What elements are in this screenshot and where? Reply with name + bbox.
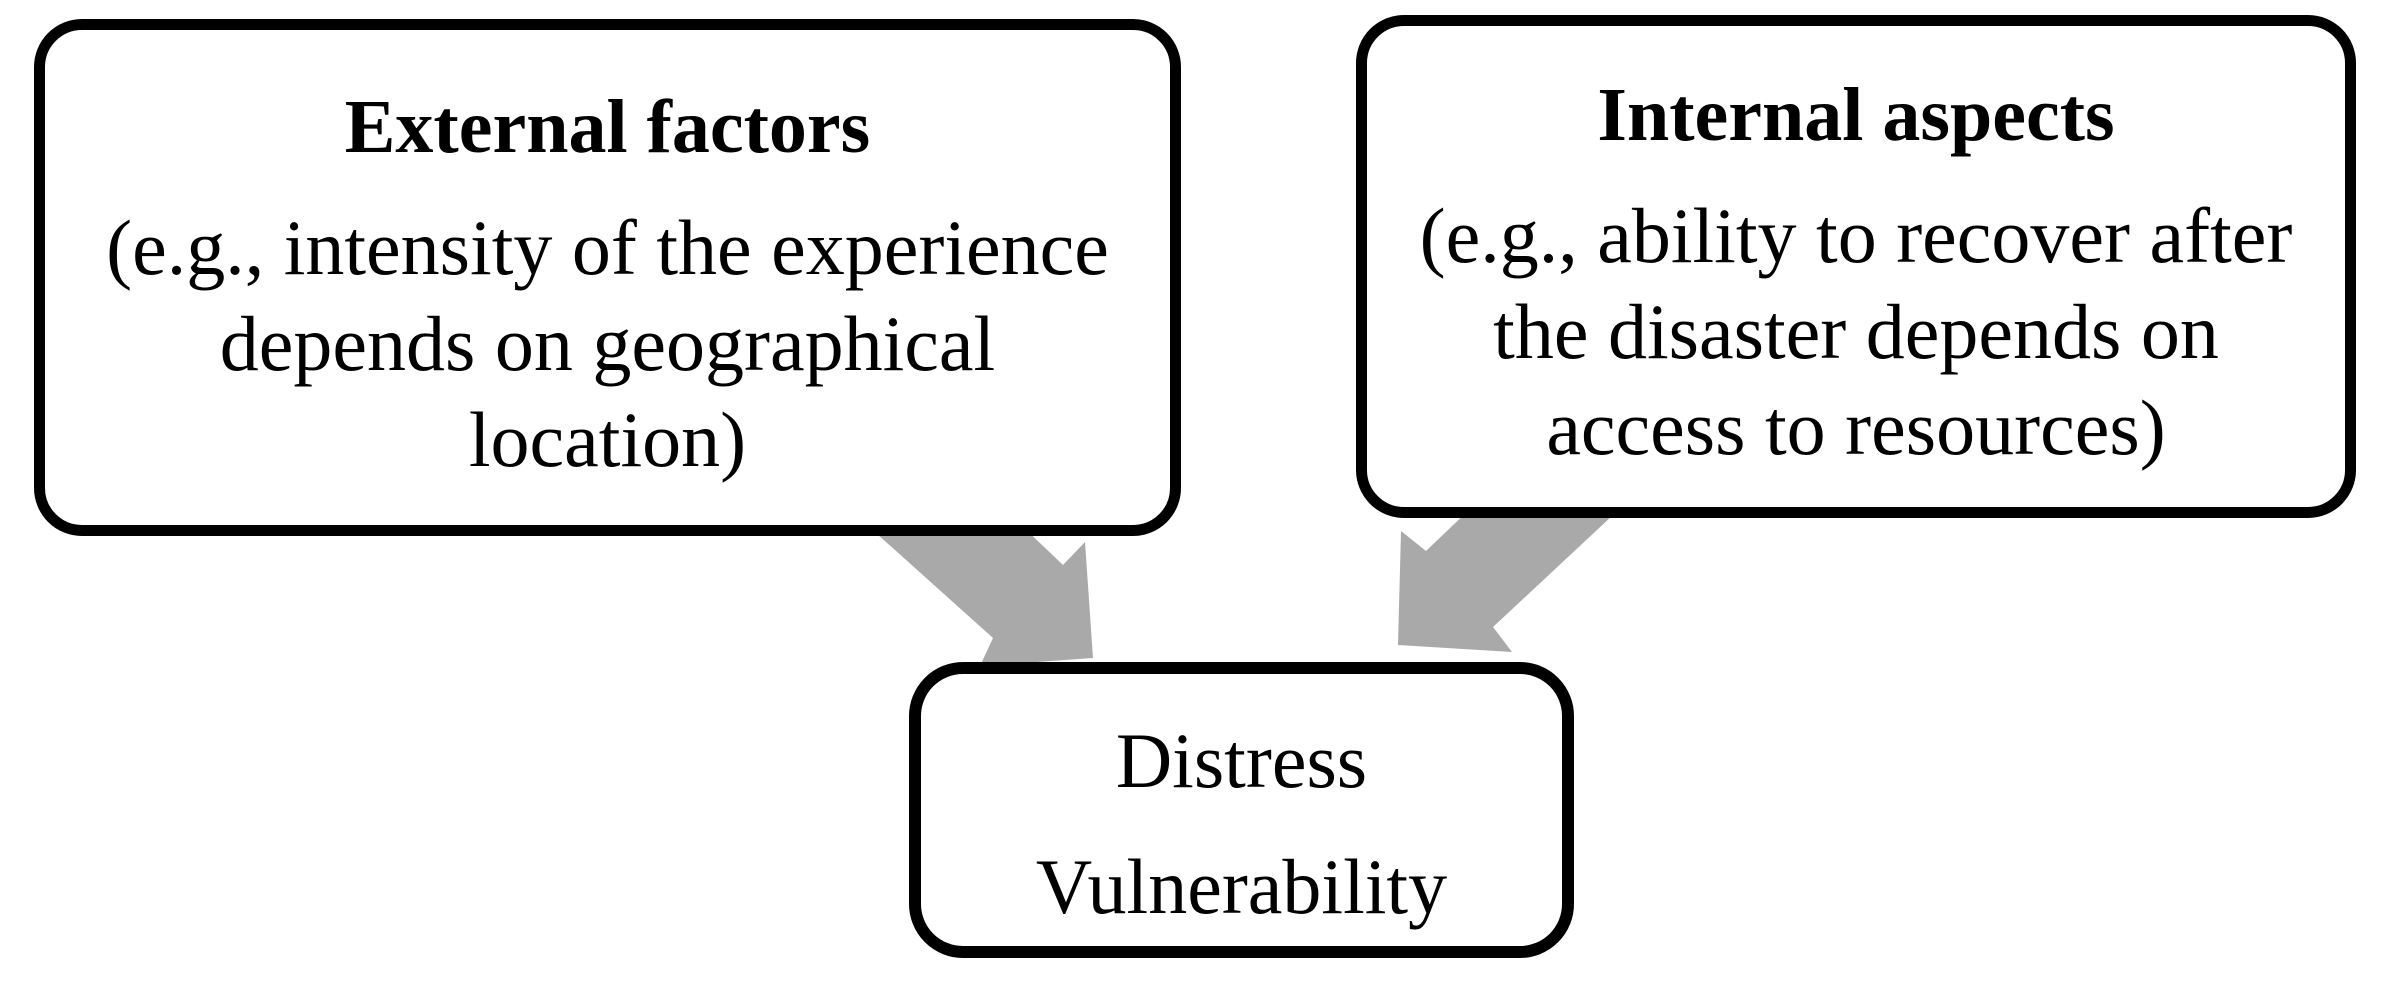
internal-aspects-title: Internal aspects bbox=[1597, 73, 2115, 157]
internal-aspects-body-line: the disaster depends on bbox=[1493, 288, 2219, 375]
box-external-factors: External factors (e.g., intensity of the… bbox=[34, 19, 1181, 536]
box-distress-vulnerability: Distress Vulnerability bbox=[909, 662, 1574, 958]
external-factors-body-line: location) bbox=[468, 396, 747, 483]
external-factors-title: External factors bbox=[344, 85, 871, 169]
external-factors-body-line: (e.g., intensity of the experience bbox=[106, 204, 1109, 291]
internal-aspects-body-line: access to resources) bbox=[1546, 384, 2166, 471]
outcome-line-vulnerability: Vulnerability bbox=[1035, 843, 1448, 930]
arrow-external-to-outcome-icon bbox=[847, 507, 1093, 666]
internal-aspects-body-line: (e.g., ability to recover after bbox=[1419, 192, 2293, 279]
external-factors-body: (e.g., intensity of the experience depen… bbox=[106, 200, 1109, 488]
external-factors-body-line: depends on geographical bbox=[219, 300, 996, 387]
internal-aspects-body: (e.g., ability to recover after the disa… bbox=[1420, 188, 2293, 476]
outcome-line-distress: Distress bbox=[1115, 717, 1368, 804]
box-internal-aspects: Internal aspects (e.g., ability to recov… bbox=[1356, 15, 2356, 518]
arrow-internal-to-outcome-icon bbox=[1398, 487, 1643, 652]
